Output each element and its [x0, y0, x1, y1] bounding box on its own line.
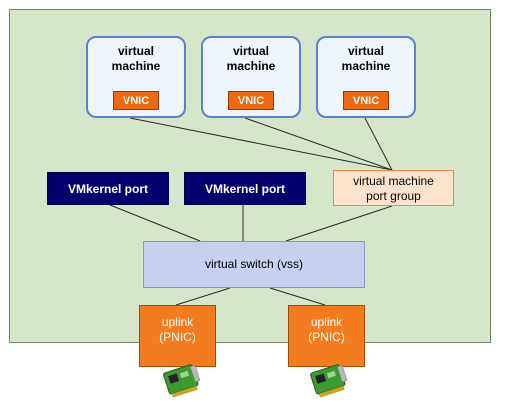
uplink-1: uplink (PNIC)	[139, 305, 216, 367]
nic-card-icon	[163, 364, 201, 398]
vm1-to-portgroup-line	[129, 117, 393, 171]
switch-to-uplink1-line	[175, 287, 231, 306]
portgroup-to-switch-line	[285, 205, 393, 242]
vm2-to-portgroup-line	[244, 117, 393, 171]
vnic-3: VNIC	[343, 91, 389, 110]
vm3-to-portgroup-line	[364, 117, 393, 171]
virtual-switch: virtual switch (vss)	[143, 241, 365, 288]
virtual-machine-1: virtual machine VNIC	[86, 36, 186, 118]
vm-port-group: virtual machine port group	[333, 170, 454, 206]
vm-title: virtual machine	[226, 44, 276, 73]
virtual-machine-2: virtual machine VNIC	[201, 36, 301, 118]
vmkernel-port-1: VMkernel port	[47, 172, 169, 205]
port1-to-switch-line	[109, 204, 201, 242]
uplink-2: uplink (PNIC)	[288, 305, 365, 367]
vnic-1: VNIC	[113, 91, 159, 110]
vm-title: virtual machine	[341, 44, 391, 73]
nic-card-icon	[310, 364, 348, 398]
virtual-machine-3: virtual machine VNIC	[316, 36, 416, 118]
vm-title: virtual machine	[111, 44, 161, 73]
switch-to-uplink2-line	[269, 287, 326, 306]
vmkernel-port-2: VMkernel port	[184, 172, 306, 205]
vnic-2: VNIC	[228, 91, 274, 110]
